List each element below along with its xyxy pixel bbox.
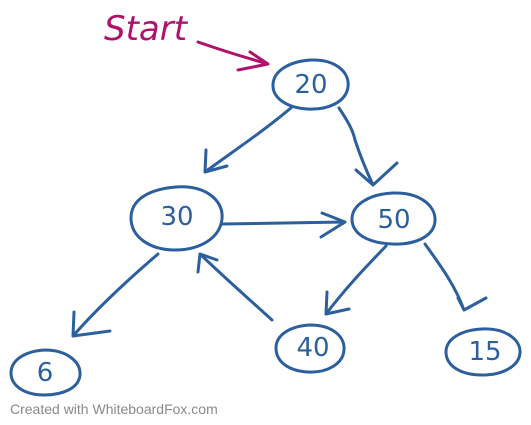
node-6: 6 [9, 348, 82, 397]
node-20-circle [271, 58, 350, 111]
node-15: 15 [444, 327, 522, 377]
node-6-circle [9, 348, 82, 397]
node-50: 50 [350, 191, 437, 246]
edge-30-to-6 [71, 252, 160, 338]
start-arrow [196, 40, 270, 72]
node-30-label: 30 [160, 202, 193, 232]
edge-20-to-30 [203, 105, 294, 174]
watermark-text: Created with WhiteboardFox.com [10, 401, 218, 417]
node-15-label: 15 [468, 337, 501, 367]
edge-50-to-15 [423, 242, 488, 312]
start-label: Start [104, 9, 189, 49]
edge-20-to-50 [337, 106, 399, 187]
node-50-label: 50 [377, 205, 410, 235]
node-20-label: 20 [294, 70, 327, 100]
node-15-circle [444, 327, 522, 377]
edge-50-to-40 [324, 244, 388, 316]
node-40-circle [274, 323, 346, 374]
node-40-label: 40 [296, 333, 329, 363]
edge-40-to-30 [196, 252, 274, 322]
edge-30-to-50 [220, 211, 347, 239]
node-6-label: 6 [37, 358, 54, 388]
node-50-circle [350, 191, 437, 246]
node-20: 20 [271, 58, 350, 111]
node-30-circle [129, 185, 224, 252]
node-40: 40 [274, 323, 346, 374]
node-30: 30 [129, 185, 224, 252]
